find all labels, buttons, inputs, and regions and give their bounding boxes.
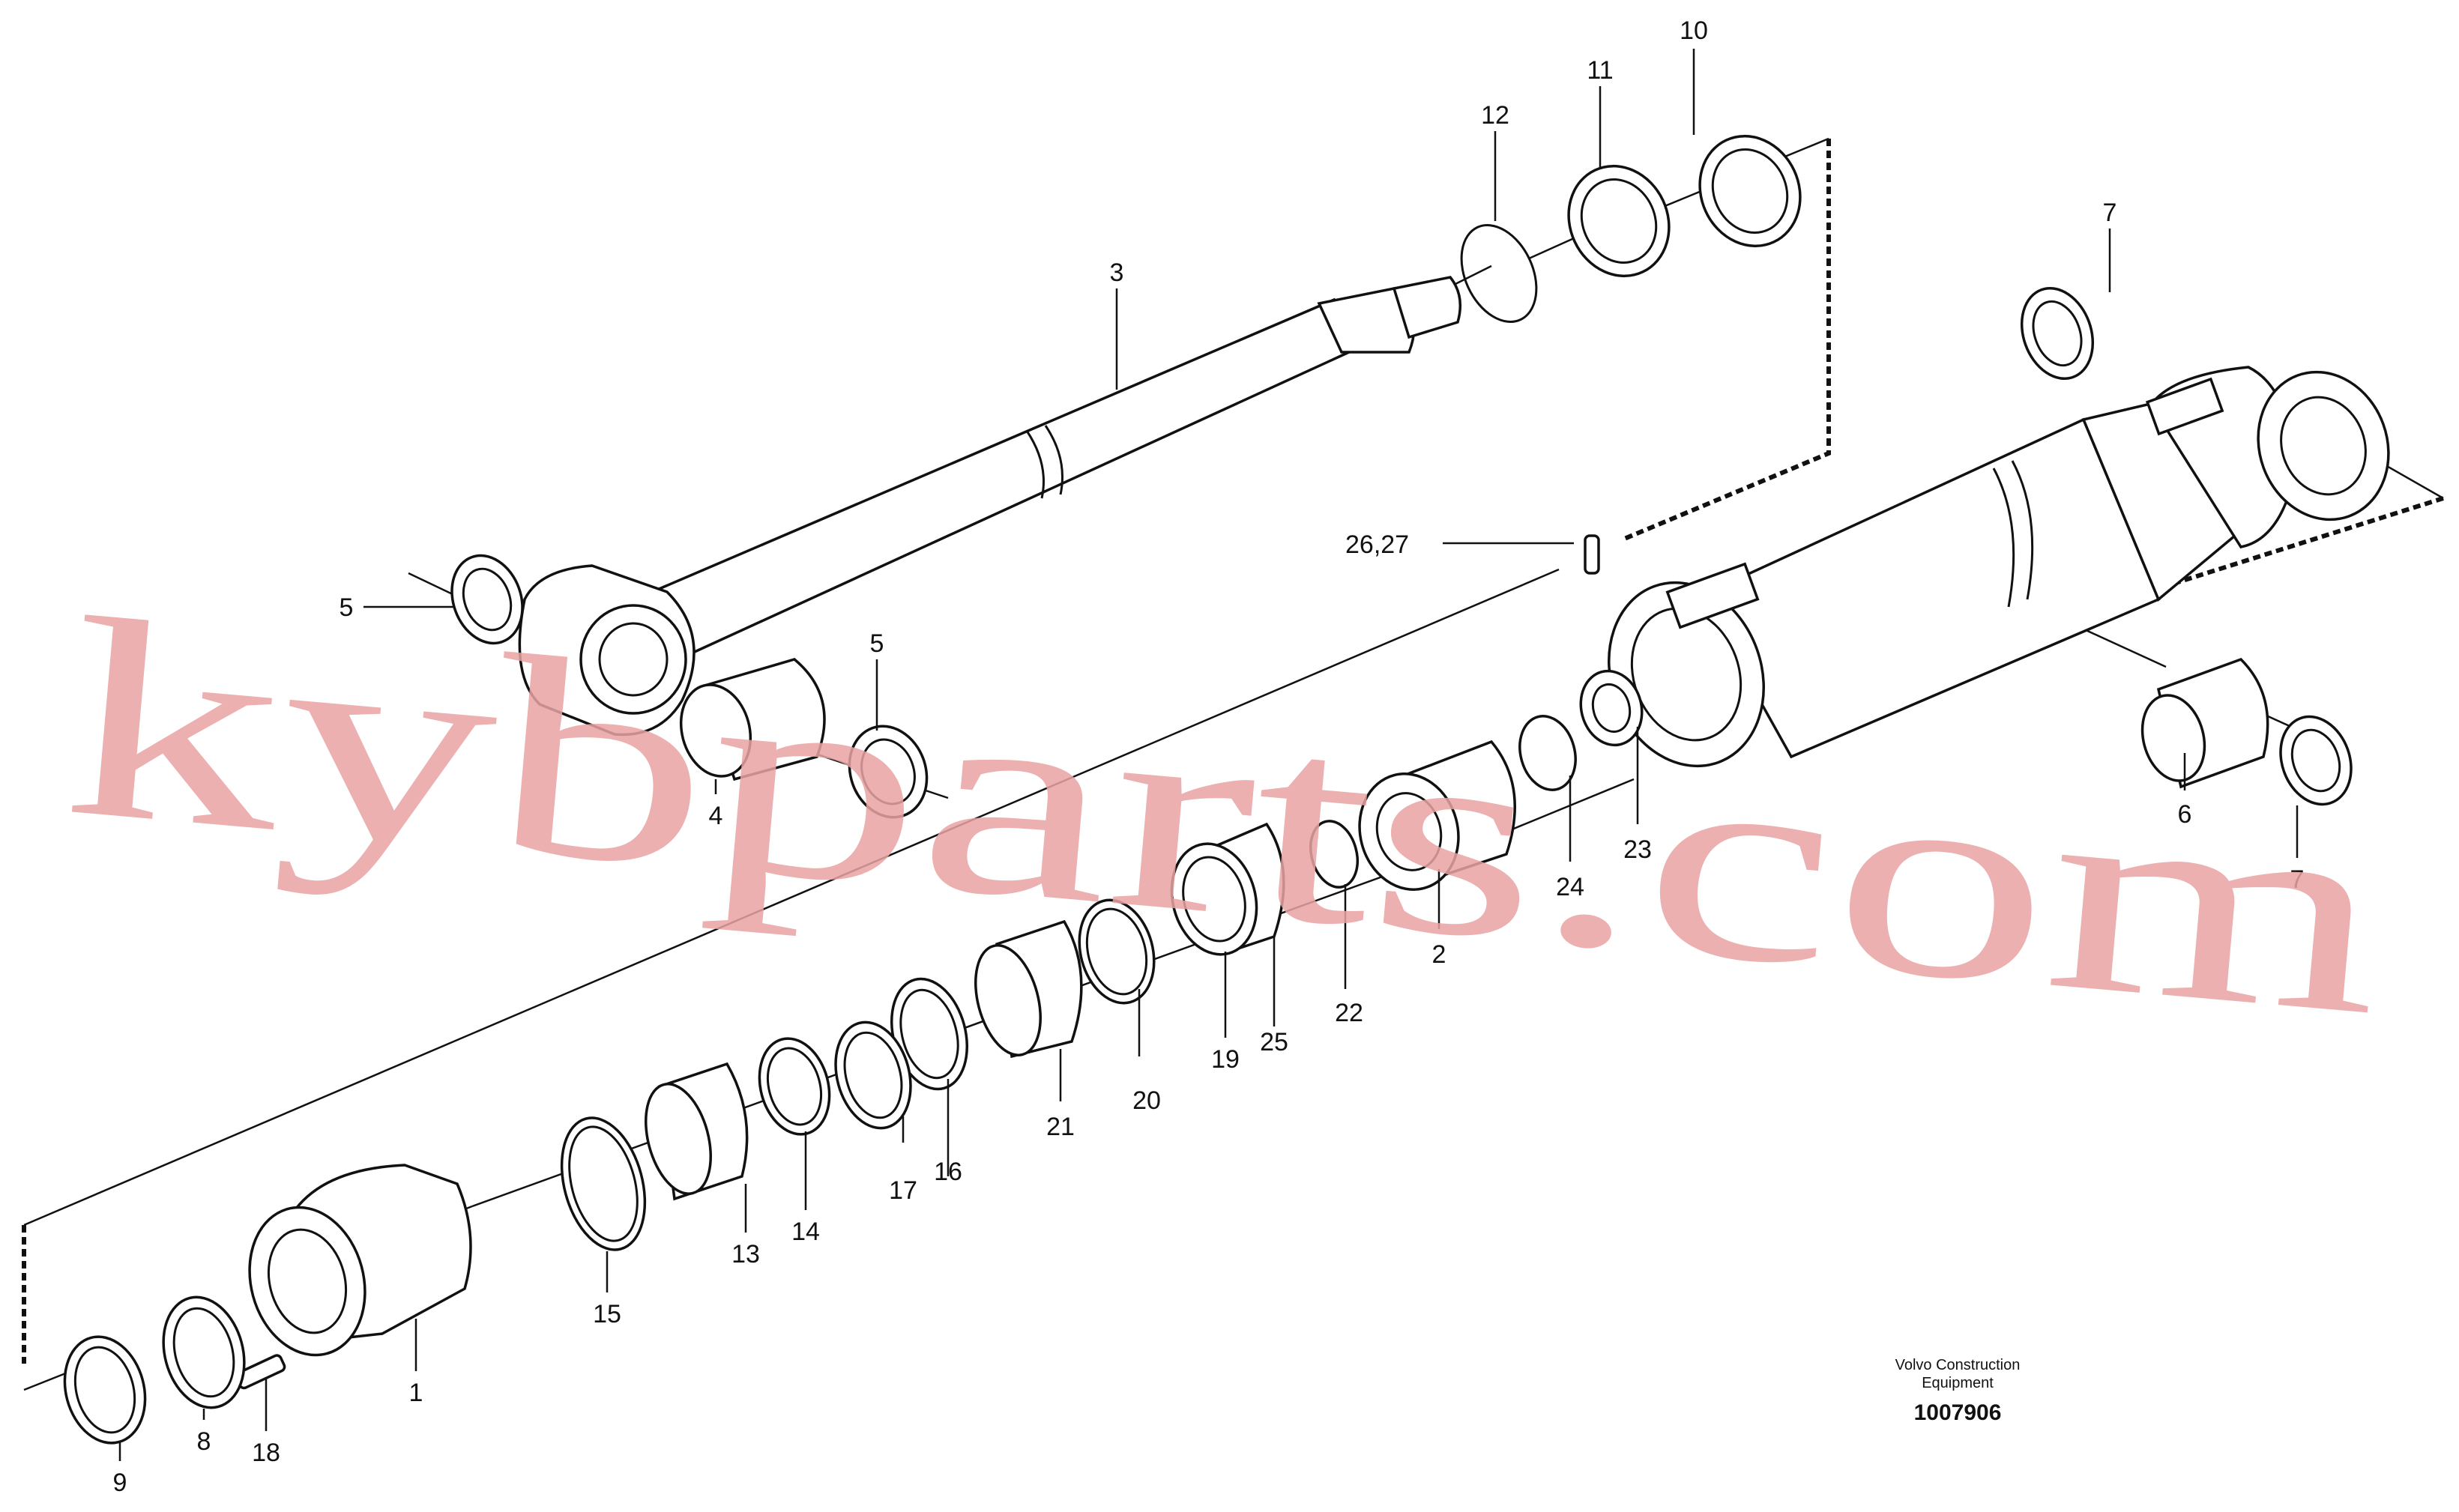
label-2: 2 [1432,940,1446,969]
label-1: 1 [409,1379,423,1407]
label-24: 24 [1556,873,1584,901]
label-7-bottom: 7 [2290,865,2305,894]
caption-block: Volvo Construction Equipment 1007906 [1895,1357,2021,1425]
label-3: 3 [1110,258,1124,287]
label-14: 14 [791,1218,820,1246]
label-6: 6 [2178,800,2192,829]
label-18: 18 [252,1439,280,1467]
leader-lines [118,49,2299,1461]
label-5-left: 5 [340,593,354,622]
label-9: 9 [113,1469,127,1497]
document-number: 1007906 [1914,1400,2002,1425]
cylinder-head [63,1164,472,1445]
label-16: 16 [934,1158,962,1186]
label-21: 21 [1046,1113,1075,1141]
label-13: 13 [731,1240,760,1268]
top-seal-rings [1460,134,1802,323]
label-25: 25 [1260,1028,1288,1056]
label-5-mid: 5 [870,629,884,658]
cylinder-tube [1608,366,2390,768]
label-10: 10 [1680,16,1708,45]
tube-seals [2020,286,2353,806]
label-22: 22 [1335,999,1363,1027]
label-19: 19 [1211,1045,1240,1074]
piston-rod [518,276,1462,737]
caption-company-line1: Volvo Construction [1895,1357,2021,1373]
label-26-27: 26,27 [1345,530,1409,559]
piston-parts [560,534,1644,1251]
label-20: 20 [1132,1086,1161,1115]
label-4: 4 [709,802,723,830]
label-15: 15 [593,1300,621,1328]
label-8: 8 [197,1427,211,1456]
label-17: 17 [889,1176,917,1205]
part-labels: 10 11 12 3 7 26,27 5 5 4 23 24 2 6 7 22 … [113,16,2305,1497]
label-12: 12 [1481,101,1509,130]
label-23: 23 [1623,835,1652,864]
label-11: 11 [1587,56,1613,85]
caption-company-line2: Equipment [1922,1375,1994,1391]
rod-seals [450,554,929,819]
label-7-top: 7 [2103,199,2117,227]
